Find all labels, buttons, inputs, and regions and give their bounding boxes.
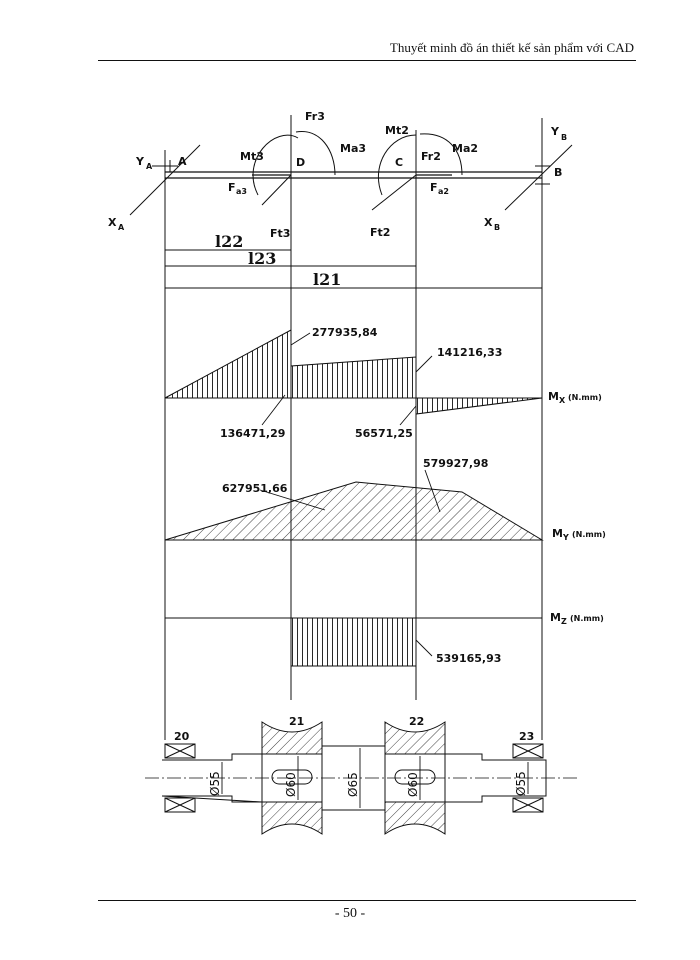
force-xa: X <box>108 216 117 229</box>
svg-text:a2: a2 <box>438 187 449 196</box>
part-21: 21 <box>289 715 304 728</box>
footer-rule <box>98 900 636 901</box>
header-rule <box>98 60 636 61</box>
svg-text:B: B <box>494 223 500 232</box>
force-xb: X <box>484 216 493 229</box>
part-22: 22 <box>409 715 424 728</box>
diameter-2: Ø60 <box>284 772 298 797</box>
length-l21: l21 <box>313 270 341 289</box>
moment-mt3: Mt3 <box>240 150 264 163</box>
force-fa3: F <box>228 181 236 194</box>
diameter-4: Ø60 <box>406 772 420 797</box>
moment-mt2: Mt2 <box>385 124 409 137</box>
section-lines <box>164 115 543 740</box>
length-l23: l23 <box>248 249 276 268</box>
mx-diagram: 277935,84 141216,33 136471,29 56571,25 M… <box>164 326 602 440</box>
mx-value-2: 141216,33 <box>437 346 502 359</box>
force-ft2: Ft2 <box>370 226 390 239</box>
mx-value-1: 277935,84 <box>312 326 378 339</box>
part-20: 20 <box>174 730 190 743</box>
force-yb: Y <box>550 125 560 138</box>
beam-labels: Y A A X A Fr3 Mt3 D Ma3 F a3 Ft3 Mt2 C F… <box>108 110 567 240</box>
beam <box>129 118 573 216</box>
my-value-1: 627951,66 <box>222 482 288 495</box>
length-l22: l22 <box>215 232 243 251</box>
my-diagram: 627951,66 579927,98 M Y (N.mm) <box>164 457 606 542</box>
svg-text:Z: Z <box>561 617 567 626</box>
mz-diagram: 539165,93 M Z (N.mm) <box>165 611 604 667</box>
force-fr3: Fr3 <box>305 110 325 123</box>
force-ya: Y <box>135 155 145 168</box>
svg-text:Y: Y <box>562 533 569 542</box>
moment-ma3: Ma3 <box>340 142 366 155</box>
force-fa2: F <box>430 181 438 194</box>
page-number: - 50 - <box>334 906 366 921</box>
svg-text:A: A <box>146 162 153 171</box>
svg-text:A: A <box>118 223 125 232</box>
part-23: 23 <box>519 730 534 743</box>
my-label: M <box>552 527 563 540</box>
mx-value-3: 136471,29 <box>220 427 285 440</box>
svg-text:(N.mm): (N.mm) <box>570 614 604 623</box>
my-value-2: 579927,98 <box>423 457 488 470</box>
svg-text:B: B <box>561 133 567 142</box>
mz-label: M <box>550 611 561 624</box>
mz-value-1: 539165,93 <box>436 652 501 665</box>
diameter-5: Ø55 <box>514 771 528 796</box>
length-dimensions: l22 l23 l21 <box>165 232 542 289</box>
svg-text:(N.mm): (N.mm) <box>568 393 602 402</box>
svg-text:a3: a3 <box>236 187 247 196</box>
svg-text:X: X <box>559 396 566 405</box>
moment-ma2: Ma2 <box>452 142 478 155</box>
mx-value-4: 56571,25 <box>355 427 413 440</box>
header-title: Thuyết minh đồ án thiết kế sản phẩm với … <box>389 40 634 55</box>
force-ft3: Ft3 <box>270 227 290 240</box>
point-b: B <box>554 166 562 179</box>
svg-text:(N.mm): (N.mm) <box>572 530 606 539</box>
force-fr2: Fr2 <box>421 150 441 163</box>
point-c: C <box>395 156 403 169</box>
point-a: A <box>178 155 187 168</box>
point-d: D <box>296 156 305 169</box>
diameter-3: Ø65 <box>346 772 360 797</box>
diameter-1: Ø55 <box>208 771 222 796</box>
shaft-drawing: Ø55 Ø60 Ø65 Ø60 Ø55 20 21 22 23 <box>145 715 580 835</box>
mx-label: M <box>548 390 559 403</box>
